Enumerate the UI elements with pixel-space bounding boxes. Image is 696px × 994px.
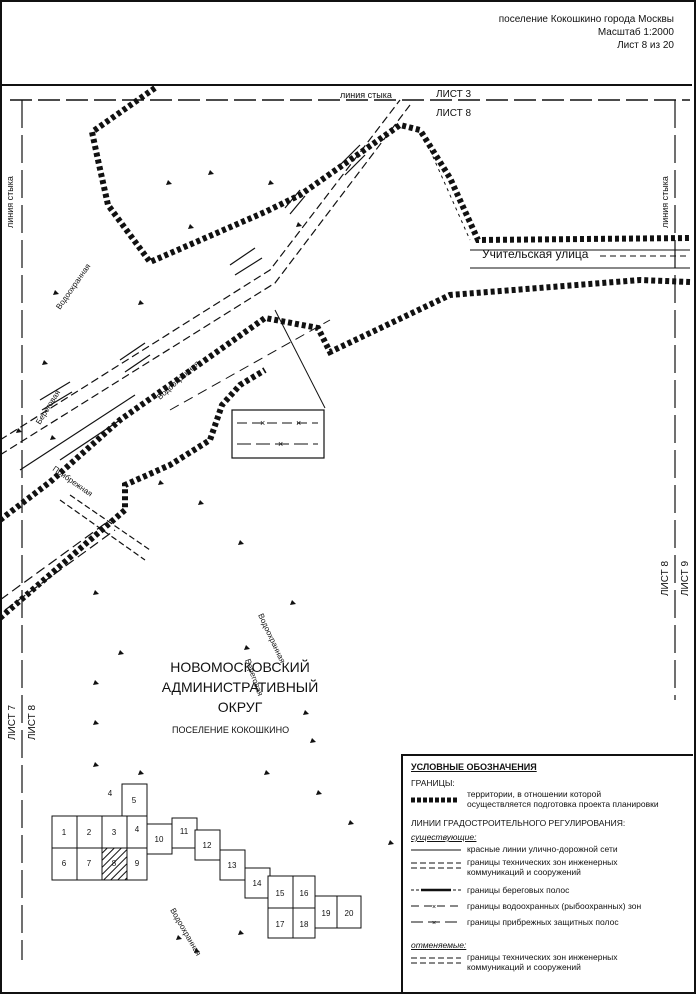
okrug-label-line3: ОКРУГ [218,699,263,715]
junction-label-left: линия стыка [5,176,15,228]
legend-symbol-water: × [411,904,461,910]
index-cell-13: 13 [228,861,237,870]
sheet-index-grid [51,783,362,939]
street-label: Учительская улица [482,247,589,261]
legend-water: границы водоохранных (рыбоохранных) зон [467,901,642,911]
tech-zone-lines [0,99,411,611]
legend-cancelled-tech-line2: коммуникаций и сооружений [467,962,581,972]
street-red-lines [470,249,690,269]
index-cell-4: 4 [108,789,113,798]
index-cell-14: 14 [253,879,262,888]
legend-lines-heading: ЛИНИИ ГРАДОСТРОИТЕЛЬНОГО РЕГУЛИРОВАНИЯ: [411,818,626,828]
index-cell-10: 10 [155,835,164,844]
legend-symbol-red-lines [411,849,461,851]
index-cell-4b: 4 [135,825,140,834]
legend-cancelled-tech-line1: границы технических зон инженерных [467,952,618,962]
inset-mark-3: × [278,439,283,449]
inset-mark-2: × [296,418,301,428]
legend-symbol-shore [411,888,461,892]
planning-boundary-north [88,85,691,266]
sheet-label-8-right: ЛИСТ 8 [660,560,671,596]
scatter-marks [16,170,394,953]
index-cell-15: 15 [276,889,285,898]
index-cell-19: 19 [322,909,331,918]
planning-boundary-south [0,367,267,621]
legend-symbol-coastal: × [411,920,461,926]
index-cell-17: 17 [276,920,285,929]
legend-panel: УСЛОВНЫЕ ОБОЗНАЧЕНИЯ ГРАНИЦЫ: территории… [401,754,693,992]
sheet-label-8-left: ЛИСТ 8 [27,704,38,740]
zone-label-vodo-1: Водоохранная [155,359,201,402]
title-block: поселение Кокошкино города Москвы Масшта… [0,0,692,86]
header-line-settlement: поселение Кокошкино города Москвы [498,14,674,25]
index-cell-3: 3 [112,828,117,837]
svg-text:×: × [432,904,436,910]
junction-label-top: линия стыка [340,90,392,100]
index-cell-6: 6 [62,859,67,868]
zone-label-bereg-1: Береговая [34,388,62,426]
legend-red-lines: красные линии улично-дорожной сети [467,844,618,854]
index-cell-20: 20 [345,909,354,918]
sheet-label-3: ЛИСТ 3 [436,89,472,100]
legend-tech-line1: границы технических зон инженерных [467,857,618,867]
index-cell-16: 16 [300,889,309,898]
zone-label-prib: Прибрежная [51,464,94,498]
index-cell-5: 5 [132,796,137,805]
index-cell-12: 12 [203,841,212,850]
inset-mark-1: × [260,418,265,428]
okrug-label-line2: АДМИНИСТРАТИВНЫЙ [162,678,319,695]
water-zone-lines [169,149,471,411]
index-cell-7: 7 [87,859,92,868]
zone-label-vodo-2: Водоохранная [256,612,287,664]
index-cell-18: 18 [300,920,309,929]
sheet-label-9: ЛИСТ 9 [680,560,691,596]
legend-shore: границы береговых полос [467,885,570,895]
junction-label-right: линия стыка [660,176,670,228]
legend-cancelled: отменяемые: [411,940,467,950]
sheet-index-numbers: 4 5 1 2 3 4 6 7 8 9 10 11 12 13 14 15 16… [62,789,354,929]
legend-territory-line1: территории, в отношении которой [467,789,602,799]
settlement-label: ПОСЕЛЕНИЕ КОКОШКИНО [172,725,289,735]
index-cell-1: 1 [62,828,67,837]
header-line-sheet: Лист 8 из 20 [617,40,674,51]
index-cell-8: 8 [112,859,117,868]
inset-legend-box [231,409,325,459]
index-cell-11: 11 [180,827,189,836]
zone-label-vodo-top: Водоохранная [54,262,92,311]
planning-boundary-middle [0,276,691,523]
legend-title: УСЛОВНЫЕ ОБОЗНАЧЕНИЯ [411,762,537,772]
legend-borders-heading: ГРАНИЦЫ: [411,778,455,788]
zone-label-vodo-3: Водоохранная [168,907,203,958]
svg-text:×: × [432,920,436,926]
index-cell-9: 9 [135,859,140,868]
sheet-label-7: ЛИСТ 7 [7,704,18,740]
legend-symbol-tech [411,862,461,869]
legend-existing: существующие: [411,832,477,842]
index-cell-2: 2 [87,828,92,837]
legend-territory-line2: осуществляется подготовка проекта планир… [467,799,659,809]
legend-tech-line2: коммуникаций и сооружений [467,867,581,877]
okrug-label-line1: НОВОМОСКОВСКИЙ [170,658,310,675]
sheet-label-8-top: ЛИСТ 8 [436,108,472,119]
legend-symbol-cancelled-tech [411,957,461,964]
header-line-scale: Масштаб 1:2000 [597,27,674,38]
legend-symbol-territory [411,797,457,803]
legend-coastal: границы прибрежных защитных полос [467,917,619,927]
